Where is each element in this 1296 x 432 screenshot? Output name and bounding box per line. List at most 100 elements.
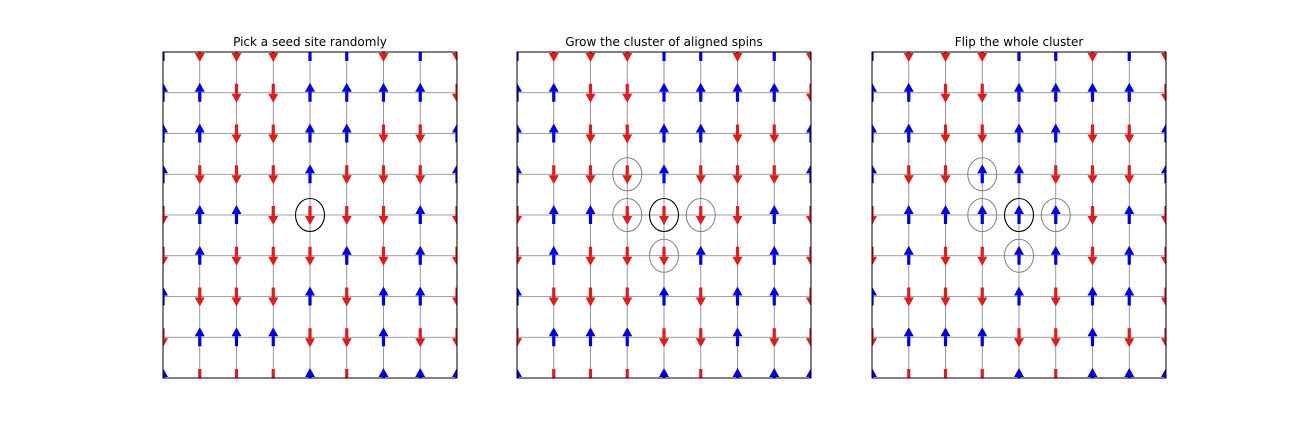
spin-up-arrow xyxy=(1161,164,1166,184)
spin-up-arrow xyxy=(268,327,279,347)
cluster-site-ring xyxy=(685,198,716,232)
cluster-site-ring xyxy=(1040,198,1071,232)
spin-up-arrow xyxy=(341,82,352,102)
spin-up-arrow xyxy=(305,164,315,184)
spin-down-arrow xyxy=(517,206,522,225)
panel-title: Pick a seed site randomly xyxy=(233,35,387,49)
spin-down-arrow xyxy=(588,369,593,378)
spin-down-arrow xyxy=(268,165,279,185)
spin-down-arrow xyxy=(1161,287,1166,307)
spin-down-arrow xyxy=(940,165,951,185)
spin-down-arrow xyxy=(695,287,706,307)
spin-down-arrow xyxy=(1050,165,1061,185)
spin-down-arrow xyxy=(341,165,352,185)
spin-up-arrow xyxy=(903,327,914,347)
spin-down-arrow xyxy=(1161,328,1166,348)
spin-up-arrow xyxy=(977,164,988,184)
spin-up-arrow xyxy=(163,52,165,61)
panel-title: Flip the whole cluster xyxy=(955,35,1084,49)
spin-up-arrow xyxy=(415,245,426,265)
spin-down-arrow xyxy=(732,124,743,144)
spin-down-arrow xyxy=(268,83,279,103)
spin-down-arrow xyxy=(1087,206,1098,225)
cluster-site-ring xyxy=(612,157,643,192)
cluster-site-ring xyxy=(612,198,643,232)
spin-down-arrow xyxy=(806,206,811,225)
spin-down-arrow xyxy=(1161,206,1166,225)
spin-down-arrow xyxy=(806,83,811,103)
spin-down-arrow xyxy=(622,124,633,144)
spin-down-arrow xyxy=(341,206,352,225)
cluster-site-ring xyxy=(967,157,998,192)
spin-down-arrow xyxy=(1087,124,1098,144)
spin-up-arrow xyxy=(622,327,633,347)
spin-down-arrow xyxy=(585,83,596,103)
spin-down-arrow xyxy=(977,83,988,103)
spin-up-arrow xyxy=(659,82,669,102)
spin-down-arrow xyxy=(341,328,352,348)
spin-down-arrow xyxy=(548,165,559,185)
spin-up-arrow xyxy=(1161,123,1166,143)
spin-up-arrow xyxy=(732,327,743,347)
spin-down-arrow xyxy=(872,246,877,266)
spin-down-arrow xyxy=(806,328,811,348)
spin-down-arrow xyxy=(585,287,596,307)
spin-up-arrow xyxy=(940,205,951,224)
spin-up-arrow xyxy=(872,164,877,184)
spin-up-arrow xyxy=(585,327,596,347)
spin-up-arrow xyxy=(305,123,315,143)
spin-down-arrow xyxy=(415,165,426,185)
spin-up-arrow xyxy=(378,82,389,102)
spin-up-arrow xyxy=(305,82,315,102)
cluster-site-ring xyxy=(967,198,998,232)
spin-down-arrow xyxy=(163,328,168,348)
spin-up-arrow xyxy=(662,52,666,61)
spin-down-arrow xyxy=(806,246,811,266)
spin-down-arrow xyxy=(163,206,168,225)
spin-down-arrow xyxy=(585,246,596,266)
spin-down-arrow xyxy=(345,369,349,378)
spin-up-arrow xyxy=(1050,205,1061,224)
spin-down-arrow xyxy=(415,124,426,144)
spin-up-arrow xyxy=(415,286,426,306)
spin-up-arrow xyxy=(517,82,522,102)
spin-up-arrow xyxy=(940,327,951,347)
spin-down-arrow xyxy=(231,287,242,307)
spin-up-arrow xyxy=(659,286,669,306)
spin-up-arrow xyxy=(695,123,706,143)
spin-down-arrow xyxy=(872,328,877,348)
spin-down-arrow xyxy=(452,287,457,307)
spin-down-arrow xyxy=(659,206,669,225)
spin-up-arrow xyxy=(1050,123,1061,143)
spin-up-arrow xyxy=(695,82,706,102)
spin-up-arrow xyxy=(194,245,205,265)
spin-up-arrow xyxy=(1014,123,1024,143)
spin-up-arrow xyxy=(548,82,559,102)
spin-up-arrow xyxy=(548,123,559,143)
spin-down-arrow xyxy=(305,328,315,348)
spin-up-arrow xyxy=(163,123,168,143)
spin-up-arrow xyxy=(732,82,743,102)
spin-up-arrow xyxy=(1127,52,1131,61)
spin-up-arrow xyxy=(699,52,703,61)
spin-down-arrow xyxy=(231,165,242,185)
spin-down-arrow xyxy=(769,328,780,348)
spin-down-arrow xyxy=(806,287,811,307)
panel-frame xyxy=(516,51,812,379)
spin-up-arrow xyxy=(872,286,877,306)
spin-down-arrow xyxy=(872,206,877,225)
spin-up-arrow xyxy=(769,245,780,265)
spin-down-arrow xyxy=(378,124,389,144)
spin-up-arrow xyxy=(1014,82,1024,102)
spin-up-arrow xyxy=(903,123,914,143)
spin-down-arrow xyxy=(1124,124,1135,144)
spin-up-arrow xyxy=(163,286,168,306)
spin-up-arrow xyxy=(903,205,914,224)
spin-down-arrow xyxy=(659,328,669,348)
panel-frame xyxy=(871,51,1167,379)
spin-up-arrow xyxy=(418,52,422,61)
spin-up-arrow xyxy=(769,82,780,102)
spin-down-arrow xyxy=(452,206,457,225)
spin-up-arrow xyxy=(769,286,780,306)
